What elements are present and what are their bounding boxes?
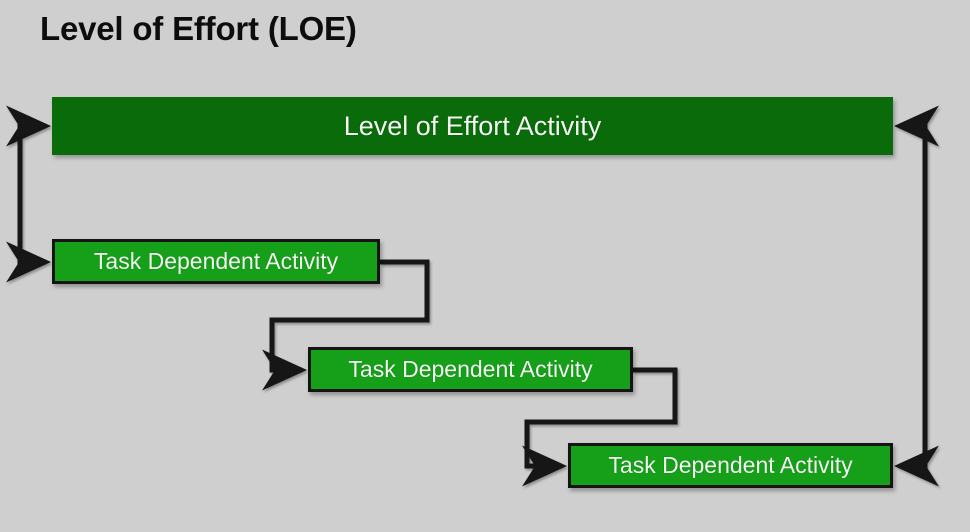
node-label: Task Dependent Activity (348, 356, 593, 382)
connector-right-spine-line (901, 123, 928, 469)
connector-left-spine-line (17, 123, 44, 265)
node-task-dependent-activity-2[interactable]: Task Dependent Activity (308, 347, 633, 392)
node-label: Task Dependent Activity (608, 452, 853, 478)
node-task-dependent-activity-3[interactable]: Task Dependent Activity (568, 443, 893, 488)
node-level-of-effort-activity[interactable]: Level of Effort Activity (52, 97, 893, 155)
page-title: Level of Effort (LOE) (40, 10, 357, 47)
node-label: Level of Effort Activity (343, 110, 602, 141)
node-label: Task Dependent Activity (93, 248, 339, 274)
node-task-dependent-activity-1[interactable]: Task Dependent Activity (52, 239, 380, 284)
